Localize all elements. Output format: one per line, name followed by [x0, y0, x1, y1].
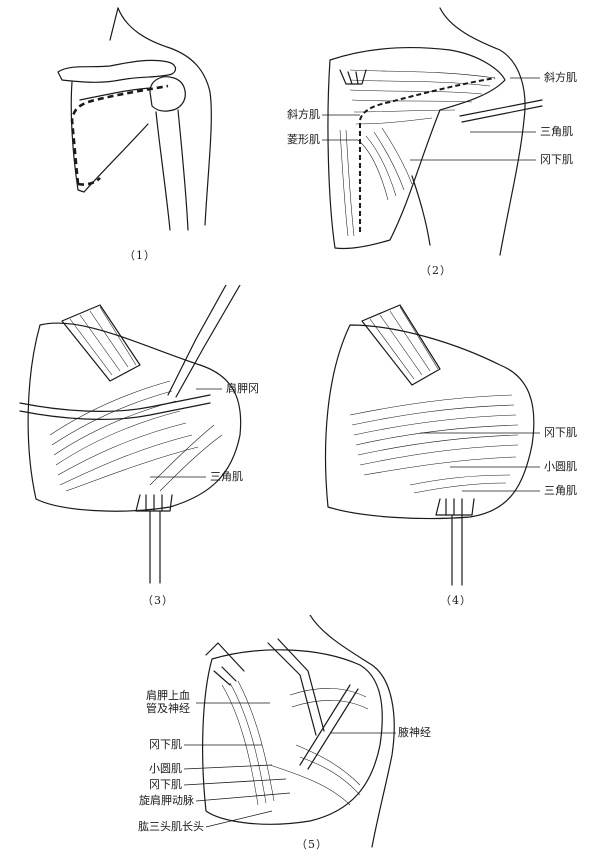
label-deltoid: 三角肌	[540, 125, 573, 138]
label-teres-minor: 小圆肌	[544, 460, 577, 473]
label-trapezius-left: 斜方肌	[287, 108, 320, 121]
panel-1-illustration	[57, 7, 212, 231]
label-teres-minor: 小圆肌	[149, 762, 182, 775]
panel-2-caption: （2）	[420, 264, 452, 277]
panel-4: 冈下肌 小圆肌 三角肌 （4）	[300, 285, 600, 615]
label-infraspinatus-lower: 冈下肌	[149, 778, 182, 791]
panel-3-illustration	[19, 285, 242, 584]
panel-2: 斜方肌 斜方肌 菱形肌 三角肌 冈下肌 （2）	[287, 0, 600, 285]
label-deltoid: 三角肌	[210, 470, 243, 483]
panel-1-caption: （1）	[124, 249, 156, 262]
label-suprascapular-vessels-nerve: 肩胛上血管及神经	[146, 689, 190, 715]
label-infraspinatus-upper: 冈下肌	[149, 738, 182, 751]
panel-3-caption: （3）	[142, 594, 174, 607]
panel-2-illustration	[322, 7, 543, 256]
panel-3: 肩胛冈 三角肌 （3）	[0, 285, 300, 615]
panel-4-caption: （4）	[440, 594, 472, 607]
label-scapular-spine: 肩胛冈	[226, 382, 259, 395]
panel-5: 肩胛上血管及神经 冈下肌 腋神经 小圆肌 冈下肌 旋肩胛动脉 肱三头肌长头 （5…	[0, 615, 600, 857]
label-rhomboid: 菱形肌	[287, 133, 320, 146]
label-circumflex-scapular-artery: 旋肩胛动脉	[139, 794, 194, 807]
panel-5-illustration	[183, 615, 396, 848]
label-infraspinatus: 冈下肌	[540, 153, 573, 166]
panel-4-illustration	[324, 304, 540, 586]
panel-1: （1）	[0, 0, 300, 280]
label-infraspinatus: 冈下肌	[544, 426, 577, 439]
label-trapezius-right: 斜方肌	[544, 71, 577, 84]
label-axillary-nerve: 腋神经	[398, 726, 431, 739]
panel-5-caption: （5）	[296, 838, 328, 851]
label-deltoid: 三角肌	[544, 484, 577, 497]
label-triceps-long-head: 肱三头肌长头	[138, 820, 204, 833]
